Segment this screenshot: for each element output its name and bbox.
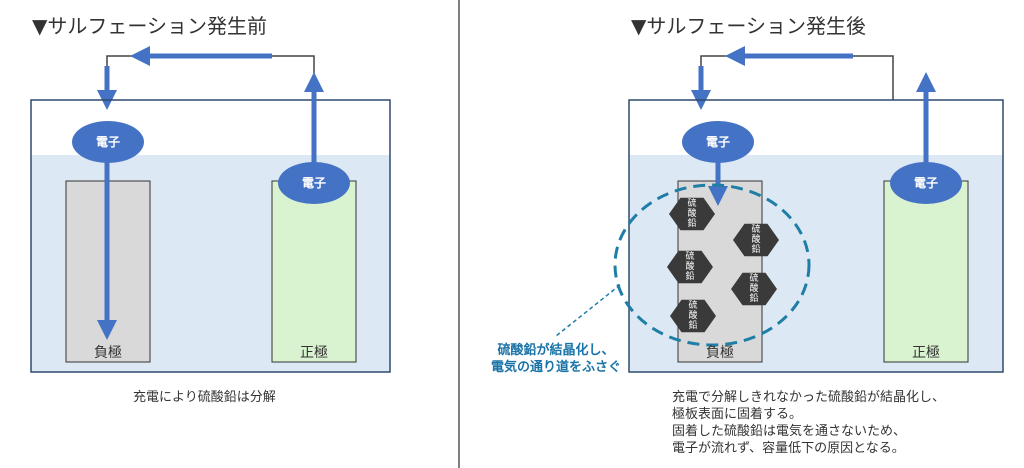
negative-label: 負極 bbox=[94, 345, 122, 361]
sulfation-highlight-circle bbox=[613, 183, 811, 347]
callout-line-2: 電気の通り道をふさぐ bbox=[491, 359, 621, 375]
lead-sulfate-crystal bbox=[667, 250, 713, 284]
crystal-label-char: 硫 bbox=[685, 250, 694, 262]
crystal-label-char: 酸 bbox=[685, 261, 694, 272]
caption-after-line-2: 極板表面に固着する。 bbox=[672, 406, 802, 422]
positive-label: 正極 bbox=[300, 345, 328, 361]
electron-positive bbox=[278, 162, 350, 204]
positive-label: 正極 bbox=[912, 345, 940, 361]
negative-label: 負極 bbox=[706, 345, 734, 361]
crystal-label-char: 硫 bbox=[688, 299, 697, 311]
positive-plate bbox=[883, 180, 969, 363]
callout-line-1: 硫酸鉛が結晶化し、 bbox=[497, 342, 614, 358]
crystal-label-char: 酸 bbox=[687, 208, 696, 219]
panel-before: ▼サルフェーション発生前 電子 電子 負極 正極 充電により硫酸鉛は分解 bbox=[30, 14, 391, 405]
caption-before: 充電により硫酸鉛は分解 bbox=[133, 389, 276, 405]
crystal-label-char: 鉛 bbox=[687, 217, 696, 229]
positive-plate bbox=[271, 180, 357, 363]
electron-top-label: 電子 bbox=[96, 135, 120, 149]
crystal-label-char: 硫 bbox=[749, 272, 758, 284]
circuit-wire bbox=[700, 55, 894, 100]
caption-after-line-3: 固着した硫酸鉛は電気を通さないため、 bbox=[672, 423, 906, 439]
electron-positive bbox=[890, 162, 962, 204]
callout-leader bbox=[555, 284, 621, 337]
electron-top-label: 電子 bbox=[706, 135, 730, 149]
caption-after-line-4: 電子が流れず、容量低下の原因となる。 bbox=[672, 440, 905, 456]
crystal-label-char: 硫 bbox=[751, 223, 760, 235]
crystal-label-char: 硫 bbox=[687, 197, 696, 209]
battery-container bbox=[628, 99, 1004, 373]
panel-after: ▼サルフェーション発生後 電子 電子 硫酸鉛硫酸鉛硫酸鉛硫酸鉛硫酸鉛 負極 正極… bbox=[491, 14, 1004, 456]
crystal-label-char: 鉛 bbox=[751, 243, 760, 255]
crystal-label-char: 鉛 bbox=[688, 319, 697, 331]
lead-sulfate-crystals: 硫酸鉛硫酸鉛硫酸鉛硫酸鉛硫酸鉛 bbox=[667, 197, 779, 333]
crystal-label-char: 鉛 bbox=[685, 270, 694, 282]
crystal-label-char: 鉛 bbox=[749, 292, 758, 304]
electron-top bbox=[682, 121, 754, 163]
electron-top bbox=[72, 121, 144, 163]
lead-sulfate-crystal bbox=[669, 197, 715, 231]
circuit-wire bbox=[106, 55, 315, 100]
battery-container bbox=[30, 99, 391, 373]
crystal-label-char: 酸 bbox=[749, 283, 758, 294]
crystal-label-char: 酸 bbox=[751, 234, 760, 245]
electron-positive-label: 電子 bbox=[302, 176, 326, 190]
caption-after-line-1: 充電で分解しきれなかった硫酸鉛が結晶化し、 bbox=[672, 389, 945, 405]
panel-title-after: ▼サルフェーション発生後 bbox=[631, 14, 866, 38]
crystal-label-char: 酸 bbox=[688, 310, 697, 321]
lead-sulfate-crystal bbox=[731, 272, 777, 306]
lead-sulfate-crystal bbox=[670, 299, 716, 333]
panel-title-before: ▼サルフェーション発生前 bbox=[32, 14, 267, 38]
lead-sulfate-crystal bbox=[733, 223, 779, 257]
electron-positive-label: 電子 bbox=[914, 176, 938, 190]
